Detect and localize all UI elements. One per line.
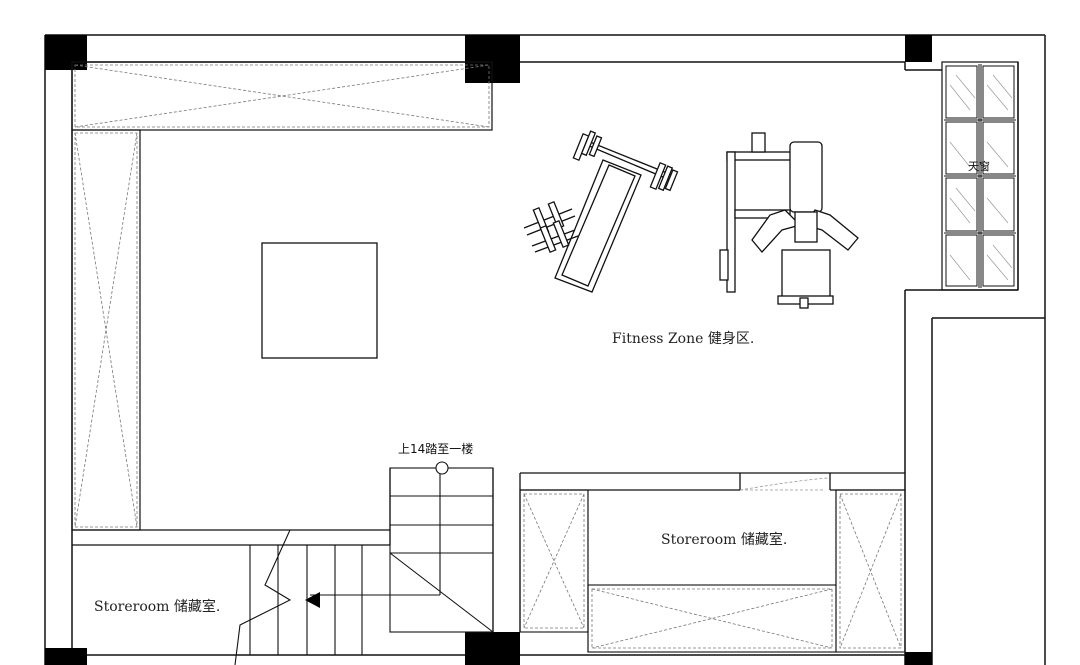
skylight-label: 天窗	[968, 159, 990, 173]
top-cabinet	[71, 61, 493, 131]
column	[905, 652, 932, 665]
column	[45, 648, 87, 665]
column	[465, 632, 520, 665]
left-cabinet	[71, 129, 141, 531]
storeroom-right-cabinets	[519, 477, 906, 653]
storeroom-right-label: Storeroom 储藏室.	[661, 531, 787, 548]
center-square	[261, 242, 378, 359]
weight-bench	[523, 130, 679, 293]
fitness-zone-label: Fitness Zone 健身区.	[612, 331, 754, 347]
stair-upper	[310, 461, 494, 633]
stair-lower	[234, 529, 363, 665]
columns	[45, 35, 932, 665]
gym-machine	[719, 132, 859, 309]
stair-note-label: 上14踏至一楼	[398, 441, 473, 456]
stair-direction-arrow	[305, 592, 320, 608]
skylight	[941, 61, 1019, 291]
column	[45, 35, 87, 70]
column	[905, 35, 932, 62]
storeroom-left-label: Storeroom 储藏室.	[94, 598, 220, 615]
